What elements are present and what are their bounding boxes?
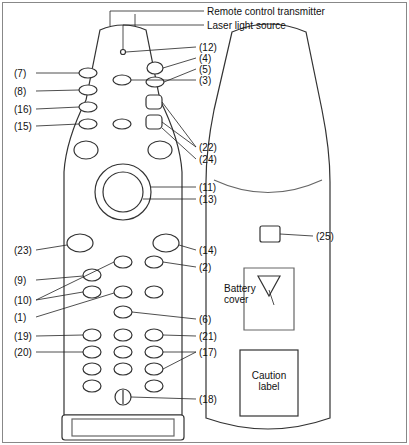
part-label: Laser light source	[207, 20, 286, 31]
callout-number: (14)	[199, 245, 217, 256]
callout-number: (24)	[199, 154, 217, 165]
part-label: Remote control transmitter	[207, 6, 325, 17]
callout-number: (17)	[199, 347, 217, 358]
part-label: Battery cover	[224, 283, 268, 305]
callout-number: (19)	[14, 331, 32, 342]
callout-number: (7)	[14, 68, 26, 79]
callout-number: (18)	[199, 394, 217, 405]
callout-number: (4)	[199, 53, 211, 64]
callout-number: (9)	[14, 275, 26, 286]
callout-number: (22)	[199, 142, 217, 153]
callout-number: (12)	[199, 42, 217, 53]
callout-number: (5)	[199, 64, 211, 75]
callout-number: (6)	[199, 314, 211, 325]
callout-number: (23)	[14, 245, 32, 256]
callout-number: (21)	[199, 331, 217, 342]
callout-number: (25)	[316, 231, 334, 242]
callout-number: (16)	[14, 104, 32, 115]
callout-number: (2)	[199, 262, 211, 273]
part-label: Caution label	[244, 370, 294, 392]
callout-number: (8)	[14, 86, 26, 97]
callout-number: (11)	[199, 182, 216, 193]
callout-number: (3)	[199, 75, 211, 86]
callout-number: (13)	[199, 194, 217, 205]
callout-number: (20)	[14, 347, 32, 358]
callout-number: (1)	[14, 312, 26, 323]
callout-number: (15)	[14, 121, 32, 132]
callout-number: (10)	[14, 295, 32, 306]
